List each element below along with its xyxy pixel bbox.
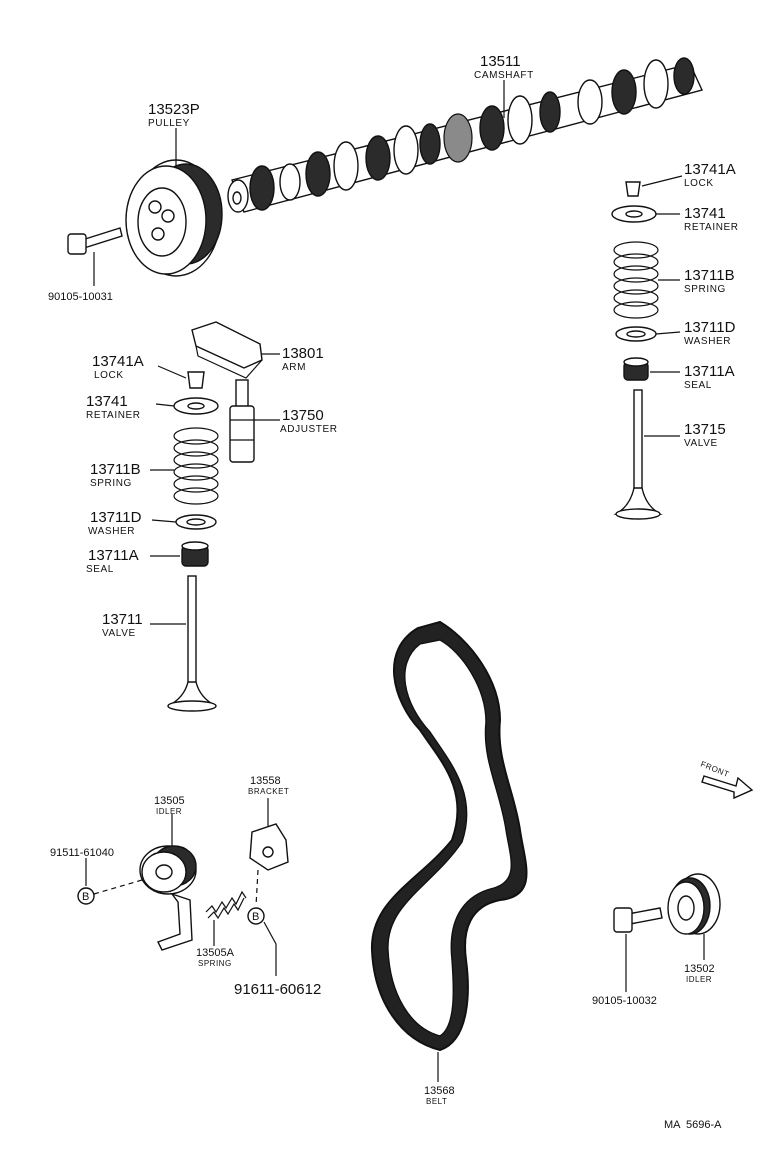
arm[interactable]: [191, 321, 263, 379]
belt-number: 13568: [424, 1085, 455, 1097]
retainer-left-number: 13741: [86, 393, 128, 410]
pulley-number: 13523P: [148, 101, 200, 118]
washer-left[interactable]: [175, 514, 217, 530]
seal-left-number: 13711A: [88, 547, 139, 564]
idler-right-bolt-number: 90105-10032: [592, 995, 657, 1007]
spring-left-number: 13711B: [90, 461, 141, 478]
lock-left-name: LOCK: [94, 370, 124, 381]
valve-left-number: 13711: [102, 611, 143, 628]
timing-belt[interactable]: [370, 620, 528, 1052]
pulley-name: PULLEY: [148, 118, 190, 129]
ref-b-callout-1: B: [77, 887, 95, 905]
adjuster-number: 13750: [282, 407, 324, 424]
idler-right[interactable]: [667, 873, 721, 935]
idler-bolt-number: 91511-61040: [50, 847, 114, 859]
ref-b-label-1: B: [82, 891, 89, 903]
adjuster-name: ADJUSTER: [280, 424, 338, 435]
tension-spring-name: SPRING: [198, 959, 232, 968]
seal-left-name: SEAL: [86, 564, 114, 575]
spring-right-number: 13711B: [684, 267, 735, 284]
spring-right[interactable]: [613, 241, 659, 319]
camshaft-name: CAMSHAFT: [474, 70, 534, 81]
idler-right-bolt[interactable]: [613, 907, 663, 933]
lock-left-number: 13741A: [92, 353, 144, 370]
idler-right-name: IDLER: [686, 975, 712, 984]
camshaft-number: 13511: [480, 53, 521, 70]
bracket-number: 13558: [250, 775, 281, 787]
retainer-right-name: RETAINER: [684, 222, 739, 233]
seal-left[interactable]: [181, 541, 209, 567]
valve-right-name: VALVE: [684, 438, 718, 449]
seal-right-number: 13711A: [684, 363, 735, 380]
belt-name: BELT: [426, 1097, 447, 1106]
washer-left-name: WASHER: [88, 526, 135, 537]
idler-tensioner-number: 13505: [154, 795, 185, 807]
spring-pin-number: 91611-60612: [234, 981, 321, 998]
spring-right-name: SPRING: [684, 284, 726, 295]
washer-right-name: WASHER: [684, 336, 731, 347]
pulley-bolt-number: 90105-10031: [48, 291, 113, 303]
washer-left-number: 13711D: [90, 509, 142, 526]
ref-b-callout-2: B: [247, 907, 265, 925]
retainer-right[interactable]: [611, 205, 657, 223]
front-arrow-icon: [701, 775, 754, 800]
washer-right[interactable]: [615, 326, 657, 342]
valve-left[interactable]: [167, 575, 217, 712]
arm-name: ARM: [282, 362, 306, 373]
retainer-left-name: RETAINER: [86, 410, 141, 421]
spring-left[interactable]: [173, 427, 219, 505]
washer-right-number: 13711D: [684, 319, 736, 336]
adjuster[interactable]: [229, 379, 255, 463]
bracket-name: BRACKET: [248, 787, 289, 796]
seal-right[interactable]: [623, 357, 649, 381]
ref-b-label-2: B: [252, 911, 259, 923]
pulley[interactable]: [125, 159, 223, 277]
lock-right-number: 13741A: [684, 161, 736, 178]
retainer-left[interactable]: [173, 397, 219, 415]
lock-right-name: LOCK: [684, 178, 714, 189]
pulley-bolt[interactable]: [67, 227, 123, 255]
lock-right[interactable]: [625, 181, 641, 197]
tension-spring-number: 13505A: [196, 947, 235, 959]
seal-right-name: SEAL: [684, 380, 712, 391]
lock-left[interactable]: [187, 371, 205, 389]
retainer-right-number: 13741: [684, 205, 726, 222]
idler-tensioner-name: IDLER: [156, 807, 182, 816]
arm-number: 13801: [282, 345, 324, 362]
diagram-code: MA 5696-A: [664, 1119, 722, 1131]
idler-right-number: 13502: [684, 963, 715, 975]
idler-tensioner[interactable]: [139, 845, 197, 951]
valve-left-name: VALVE: [102, 628, 136, 639]
camshaft[interactable]: [227, 57, 703, 213]
valve-right-number: 13715: [684, 421, 726, 438]
valve-right[interactable]: [613, 389, 663, 520]
tension-spring[interactable]: [205, 890, 247, 920]
spring-left-name: SPRING: [90, 478, 132, 489]
bracket[interactable]: [249, 823, 289, 871]
